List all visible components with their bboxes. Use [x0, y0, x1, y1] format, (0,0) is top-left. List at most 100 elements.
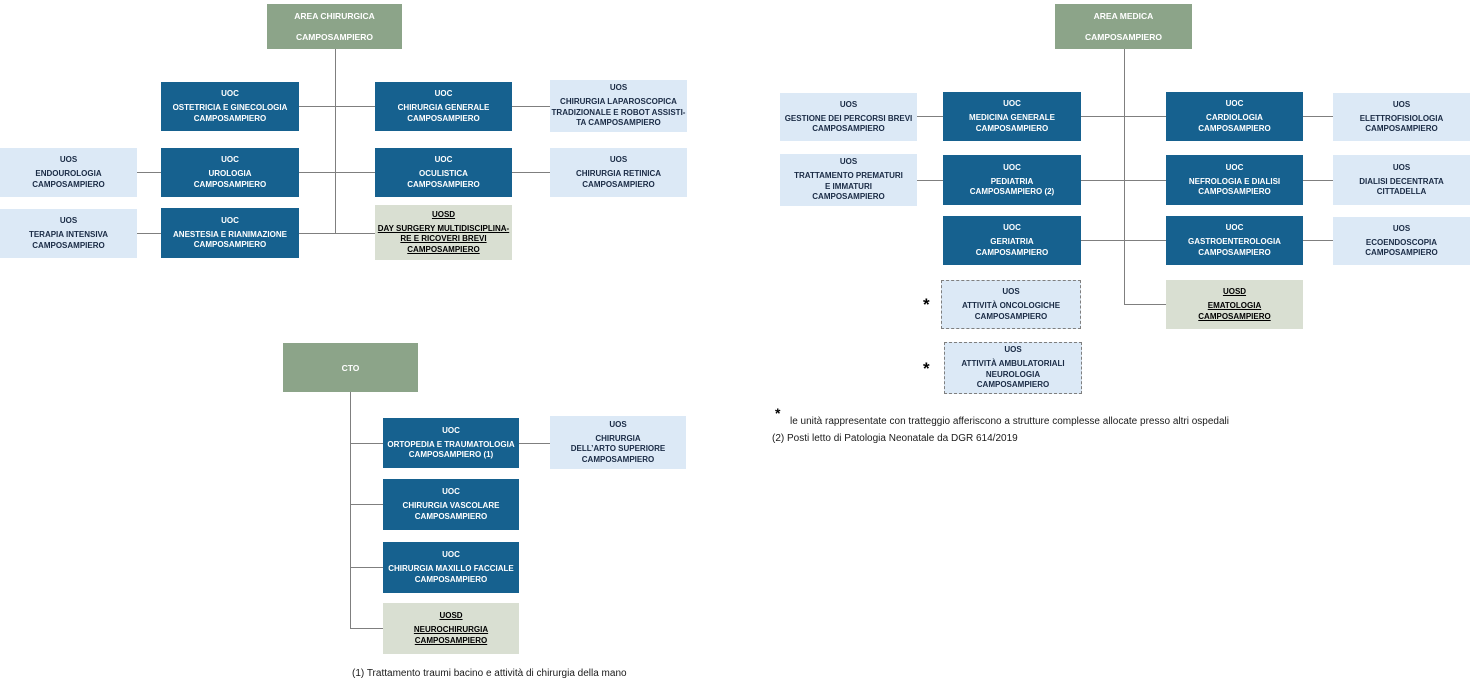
connector: [1303, 116, 1333, 117]
connector: [1081, 116, 1166, 117]
unit-type: UOS: [1392, 99, 1411, 109]
connector: [1124, 49, 1125, 304]
unit-type: UOS: [1392, 223, 1411, 233]
unit-type: UOC: [1003, 223, 1021, 232]
unit-type: UOS: [609, 419, 627, 429]
unit-type: UOS: [1392, 162, 1411, 172]
area-header-cto: CTO: [283, 343, 418, 392]
connector: [511, 106, 550, 107]
unit-type: UOC: [1225, 99, 1244, 108]
unit-type: UOC: [1003, 99, 1021, 108]
connector: [137, 172, 161, 173]
area-title-line: AREA CHIRURGICA: [294, 11, 375, 21]
footnote-2: (2) Posti letto di Patologia Neonatale d…: [772, 433, 1018, 444]
area-title-line: CAMPOSAMPIERO: [1085, 32, 1162, 42]
connector: [1124, 304, 1166, 305]
unit-type: UOC: [434, 89, 453, 98]
footnote-1: (1) Trattamento traumi bacino e attività…: [352, 668, 627, 679]
unit-type: UOC: [442, 425, 460, 435]
area-header-chirurgica: AREA CHIRURGICA CAMPOSAMPIERO: [267, 4, 402, 49]
unit-type: UOC: [442, 487, 460, 496]
connector: [299, 106, 375, 107]
unit-type: UOS: [59, 155, 78, 164]
connector: [1081, 240, 1166, 241]
unit-type: UOSD: [431, 209, 456, 219]
unit-type: UOS: [609, 83, 628, 93]
unit-type: UOS: [839, 157, 858, 167]
unit-type: UOS: [609, 155, 628, 164]
unit-type: UOC: [442, 550, 460, 559]
connector: [519, 443, 550, 444]
unit-type: UOSD: [1222, 287, 1247, 296]
connector: [1303, 240, 1333, 241]
asterisk-note: le unità rappresentate con tratteggio af…: [790, 416, 1229, 427]
unit-type: UOC: [221, 155, 239, 164]
unit-type: UOC: [434, 155, 453, 164]
connector: [299, 172, 375, 173]
unit-type: UOS: [59, 216, 78, 225]
unit-name: DAY SURGERY MULTIDISCIPLINA-RE E RICOVER…: [377, 223, 510, 254]
asterisk-marker: *: [923, 295, 930, 314]
unit-type: UOC: [1003, 162, 1021, 172]
connector: [350, 504, 383, 505]
unit-type: UOC: [1225, 162, 1244, 172]
connector: [1081, 180, 1166, 181]
connector: [350, 567, 383, 568]
connector: [350, 628, 383, 629]
area-header-medica: AREA MEDICA CAMPOSAMPIERO: [1055, 4, 1192, 49]
unit-type: UOC: [221, 89, 239, 98]
asterisk-note-marker: *: [775, 405, 781, 421]
unit-type: UOSD: [439, 611, 463, 620]
